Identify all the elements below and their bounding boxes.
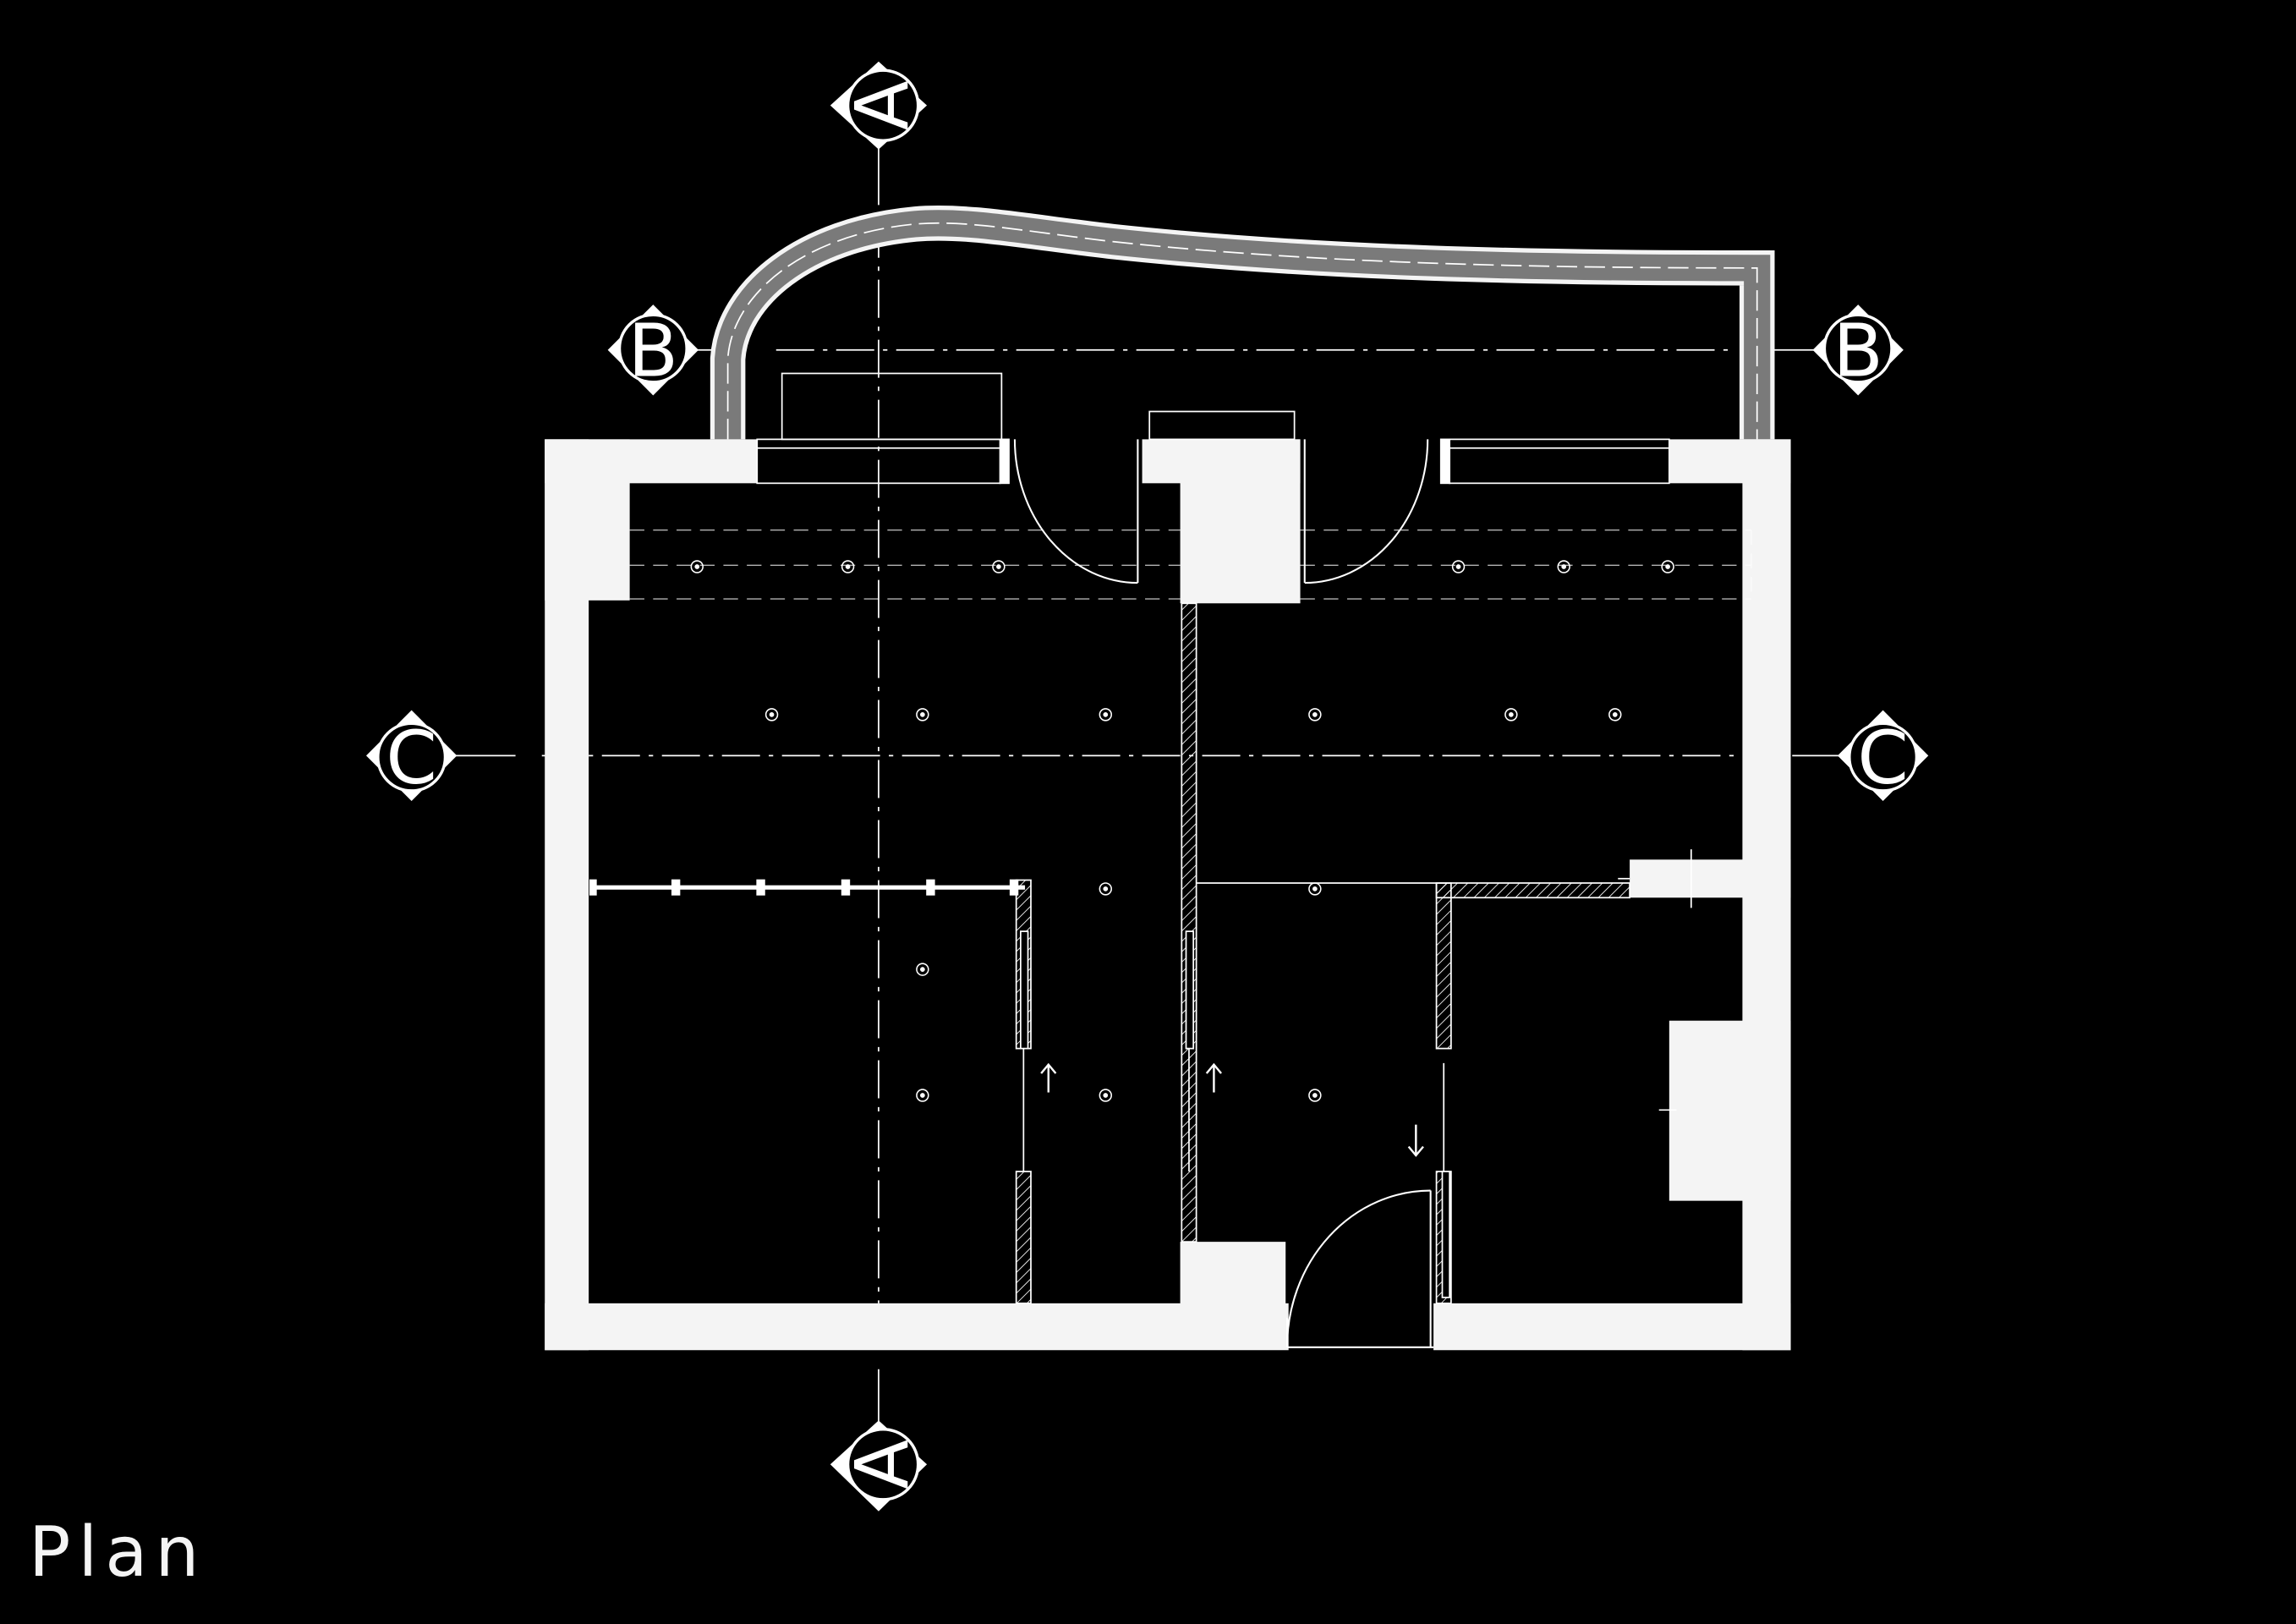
- section-marker-b-left: B: [607, 304, 699, 396]
- section-marker-c-right: C: [1837, 710, 1929, 802]
- marker-label-b-right: B: [1833, 310, 1882, 394]
- overhead-beam-dashes: [629, 529, 1752, 600]
- entrance-door: [1285, 1189, 1434, 1348]
- north-windows: [756, 372, 1670, 485]
- marker-label-b-left: B: [628, 310, 678, 394]
- direction-arrows: [1040, 1062, 1424, 1157]
- section-marker-b-right: B: [1812, 304, 1904, 396]
- section-marker-a-bottom: A: [830, 1420, 928, 1512]
- marker-label-c-left: C: [386, 716, 436, 801]
- drawing-title: Plan: [29, 1512, 207, 1593]
- marker-label-c-right: C: [1857, 716, 1908, 801]
- sliding-doors: [1020, 882, 1451, 1298]
- marker-label-a-bottom: A: [841, 1440, 925, 1490]
- balcony-doors: [1013, 439, 1429, 584]
- section-marker-c-left: C: [365, 710, 458, 802]
- exterior-walls: [545, 439, 1791, 1351]
- closet-rail: [589, 879, 1026, 896]
- terrace-wall: [710, 206, 1775, 440]
- section-marker-a-top: A: [830, 61, 928, 150]
- ceiling-lights: [690, 560, 1674, 1102]
- marker-label-a-top: A: [841, 80, 925, 130]
- detail-ticks: [1618, 849, 1692, 1111]
